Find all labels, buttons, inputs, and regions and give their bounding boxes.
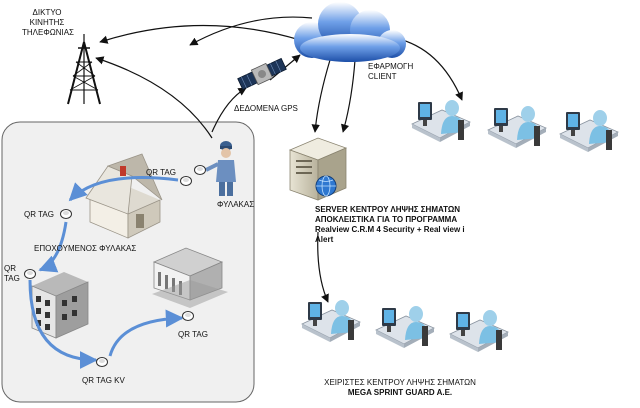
next-guard-label: ΕΠΟΧΟΥΜΕΝΟΣ ΦΥΛΑΚΑΣ bbox=[34, 244, 137, 253]
server-icon bbox=[288, 137, 348, 201]
route-kv-bank bbox=[108, 309, 184, 357]
gps-data-label: ΔΕΔΟΜΕΝΑ GPS bbox=[234, 104, 298, 113]
qr-tag-kv-label: QR TAG KV bbox=[82, 376, 125, 385]
server-operators-arrow bbox=[317, 231, 329, 303]
qr-tag-mid-left-icon bbox=[24, 269, 36, 279]
qr-tag-left-label: QR TAG bbox=[24, 210, 54, 219]
operator-workstation-3 bbox=[449, 309, 509, 353]
guard-tower-arrow bbox=[95, 56, 213, 139]
route-midleft-kv bbox=[28, 279, 98, 369]
cloud-tower-arrow bbox=[99, 24, 301, 44]
client-workstation-2 bbox=[487, 105, 547, 149]
client-workstation-1 bbox=[411, 99, 471, 143]
guard-icon bbox=[205, 141, 236, 196]
qr-tag-house-label: QR TAG bbox=[146, 168, 176, 177]
client-app-label: ΕΦΑΡΜΟΓΗ CLIENT bbox=[368, 62, 414, 81]
cloud-server-arrow-b bbox=[341, 59, 356, 133]
route-left-midleft bbox=[38, 221, 68, 273]
cloud-icon bbox=[294, 2, 406, 62]
route-house-left bbox=[68, 176, 179, 202]
client-workstation-3 bbox=[559, 109, 619, 153]
qr-tag-bank-icon bbox=[182, 311, 194, 321]
mobile-network-label: ΔΙΚΤΥΟ ΚΙΝΗΤΗΣ ΤΗΛΕΦΩΝΙΑΣ bbox=[22, 8, 74, 37]
cloud-server-arrow-a bbox=[311, 59, 331, 133]
qr-tag-guard-icon bbox=[194, 165, 206, 175]
operator-workstation-1 bbox=[301, 299, 361, 343]
qr-tag-left-icon bbox=[60, 209, 72, 219]
antenna-tower-icon bbox=[67, 34, 101, 105]
qr-tag-house-icon bbox=[180, 176, 192, 186]
guard-gps-arrow bbox=[211, 87, 247, 133]
qr-tag-kv-icon bbox=[96, 357, 108, 367]
qr-tag-mid-left-label: QR TAG bbox=[4, 264, 20, 283]
operators-label: ΧΕΙΡΙΣΤΕΣ ΚΕΝΤΡΟΥ ΛΗΨΗΣ ΣΗΜΑΤΩΝ MEGA SPR… bbox=[324, 378, 476, 397]
tower-cloud-arrow bbox=[189, 16, 313, 46]
satellite-icon bbox=[237, 57, 287, 91]
globe-icon bbox=[315, 175, 337, 197]
server-label: SERVER ΚΕΝΤΡΟΥ ΛΗΨΗΣ ΣΗΜΑΤΩΝ ΑΠΟΚΛΕΙΣΤΙΚ… bbox=[315, 205, 465, 244]
operator-workstation-2 bbox=[375, 305, 435, 349]
qr-tag-bank-label: QR TAG bbox=[178, 330, 208, 339]
guard-label: ΦΥΛΑΚΑΣ bbox=[217, 200, 255, 209]
bank-building-icon bbox=[152, 247, 228, 308]
